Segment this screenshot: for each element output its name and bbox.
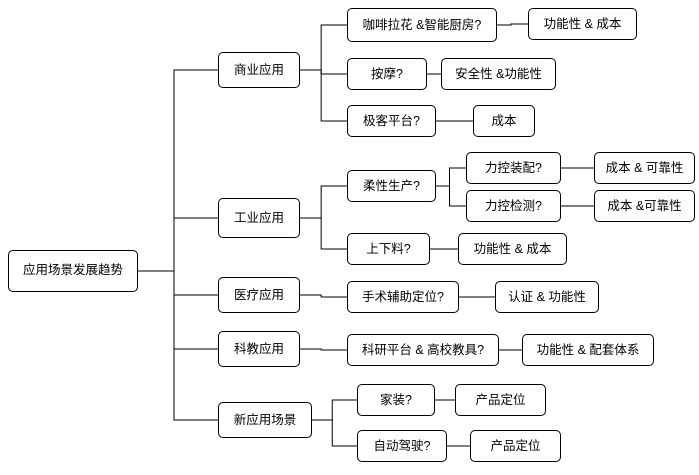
mindmap-node-l3b1[interactable]: 力控装配? — [466, 152, 561, 184]
mindmap-node-l1c[interactable]: 医疗应用 — [218, 277, 300, 313]
mindmap-node-l2e1[interactable]: 家装? — [357, 384, 435, 416]
mindmap-node-l3b2[interactable]: 力控检测? — [466, 190, 561, 222]
connector-l1d-l2d1 — [300, 348, 347, 351]
connector-l1b-l2b2 — [300, 217, 347, 250]
mindmap-node-l1a[interactable]: 商业应用 — [218, 52, 300, 88]
mindmap-node-l3e1[interactable]: 产品定位 — [455, 384, 546, 416]
mindmap-node-l1e[interactable]: 新应用场景 — [218, 402, 312, 438]
connector-l2b1-l3b2 — [436, 185, 466, 207]
mindmap-node-l2c1[interactable]: 手术辅助定位? — [347, 281, 459, 313]
connector-root-l1b — [138, 217, 218, 272]
connector-l1e-l2e2 — [312, 419, 357, 447]
connector-l1e-l2e1 — [312, 399, 357, 421]
mindmap-node-l1b[interactable]: 工业应用 — [218, 198, 300, 238]
mindmap-node-l2b1[interactable]: 柔性生产? — [347, 170, 436, 202]
connector-l1a-l2a3 — [300, 69, 347, 122]
connector-l2b1-l3b1 — [436, 167, 466, 187]
mindmap-node-l3d1[interactable]: 功能性 & 配套体系 — [522, 334, 654, 366]
connector-root-l1e — [138, 270, 218, 421]
connector-root-l1c — [138, 270, 218, 296]
mindmap-node-l1d[interactable]: 科教应用 — [218, 331, 300, 367]
mindmap-node-l2b2[interactable]: 上下料? — [347, 233, 430, 265]
connector-l1c-l2c1 — [300, 294, 347, 298]
mindmap-node-l2e2[interactable]: 自动驾驶? — [357, 430, 447, 462]
mindmap-node-l3b3[interactable]: 功能性 & 成本 — [458, 233, 567, 265]
mindmap-node-l2a3[interactable]: 极客平台? — [347, 105, 436, 137]
mindmap-node-l2a2[interactable]: 按摩? — [347, 58, 427, 90]
mindmap-node-l2d1[interactable]: 科研平台 & 高校教具? — [347, 334, 499, 366]
connector-l1a-l2a2 — [300, 69, 347, 75]
mindmap-node-l3a3[interactable]: 成本 — [473, 105, 535, 137]
connector-l2a1-l3a1 — [497, 23, 528, 26]
root-node[interactable]: 应用场景发展趋势 — [8, 250, 138, 292]
mindmap-node-l4b1[interactable]: 成本 & 可靠性 — [594, 152, 695, 184]
mindmap-node-l3e2[interactable]: 产品定位 — [470, 430, 561, 462]
mindmap-node-l4b2[interactable]: 成本 &可靠性 — [594, 190, 695, 222]
mindmap-node-l3a1[interactable]: 功能性 & 成本 — [528, 8, 637, 40]
connector-root-l1d — [138, 270, 218, 350]
mindmap-node-l3c1[interactable]: 认证 & 功能性 — [495, 281, 599, 313]
connector-l1b-l2b1 — [300, 185, 347, 219]
connector-l1a-l2a1 — [300, 24, 347, 71]
mindmap-node-l2a1[interactable]: 咖啡拉花 &智能厨房? — [347, 8, 497, 42]
mindmap-node-l3a2[interactable]: 安全性 &功能性 — [441, 58, 556, 90]
connector-root-l1a — [138, 69, 218, 272]
